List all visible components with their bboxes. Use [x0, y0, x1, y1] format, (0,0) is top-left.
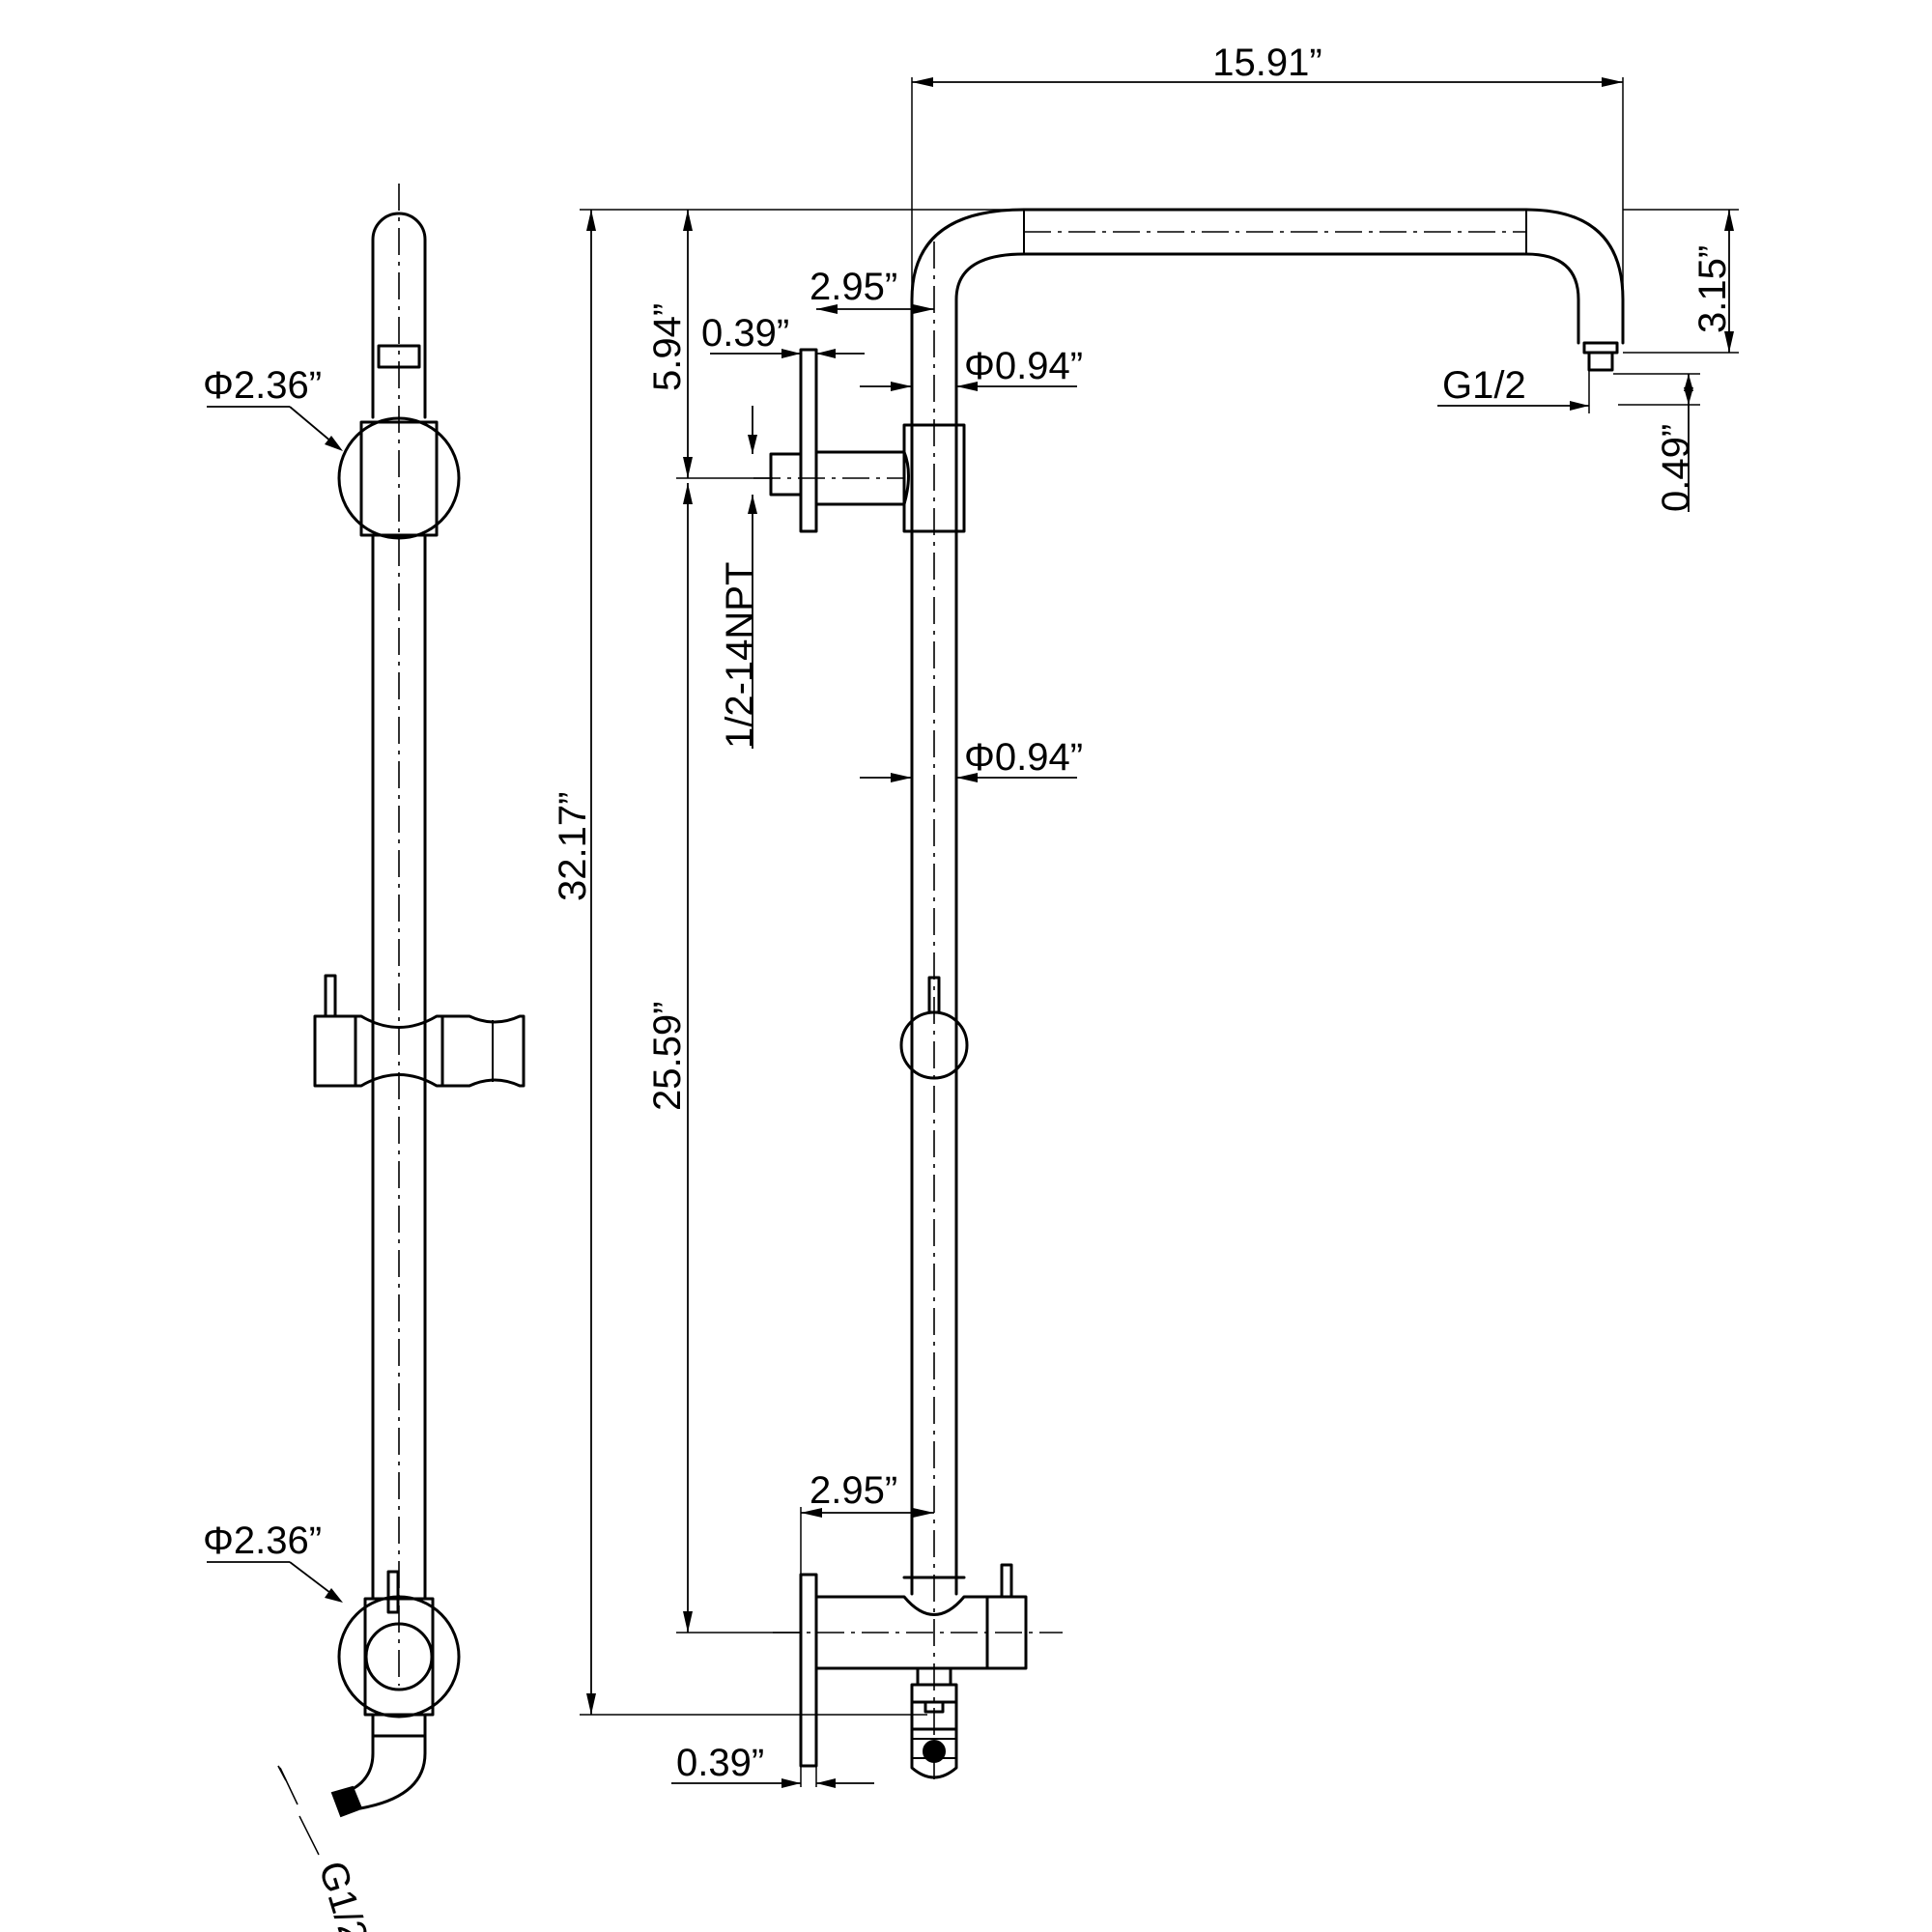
top-inlet-fitting: [753, 348, 966, 533]
top-wall-flange: [337, 416, 461, 540]
diverter-knob: [899, 976, 969, 1080]
overall-width-label: 15.91”: [1212, 42, 1321, 84]
bottom-plate-thickness-label: 0.39”: [676, 1742, 764, 1784]
inlet-thread-label: 1/2-14NPT: [719, 562, 761, 749]
outlet-thread-label: G1/2: [1442, 364, 1526, 407]
top-inlet-height-label: 5.94”: [646, 303, 689, 391]
top-offset-label: 2.95”: [810, 266, 897, 308]
shower-arm: [910, 208, 1625, 372]
hose-thread-label: G1/2: [310, 1857, 375, 1932]
side-view: Φ2.36” Φ2.36” G1/2: [203, 184, 526, 1932]
bottom-offset-label: 2.95”: [810, 1469, 897, 1512]
outlet-length-label: 0.49”: [1655, 424, 1697, 512]
riser-diameter-top-label: Φ0.94”: [964, 345, 1083, 387]
top-plate-thickness-label: 0.39”: [701, 312, 789, 355]
shower-head-outlet: [1587, 351, 1614, 372]
overall-height-label: 32.17”: [552, 792, 594, 901]
hose-thread: [330, 1785, 363, 1818]
arm-drop-label: 3.15”: [1691, 245, 1734, 333]
flange-diameter-bottom-label: Φ2.36”: [203, 1520, 322, 1562]
lower-height-label: 25.59”: [646, 1002, 689, 1111]
riser-diameter-mid-label: Φ0.94”: [964, 736, 1083, 779]
front-view: 15.91” 32.17” 5.94” 25.59” 1/2-14NPT 0.3…: [552, 42, 1739, 1788]
bottom-valve: [773, 1563, 1063, 1779]
slide-bar-holder: [313, 974, 526, 1088]
flange-diameter-top-label: Φ2.36”: [203, 364, 322, 407]
